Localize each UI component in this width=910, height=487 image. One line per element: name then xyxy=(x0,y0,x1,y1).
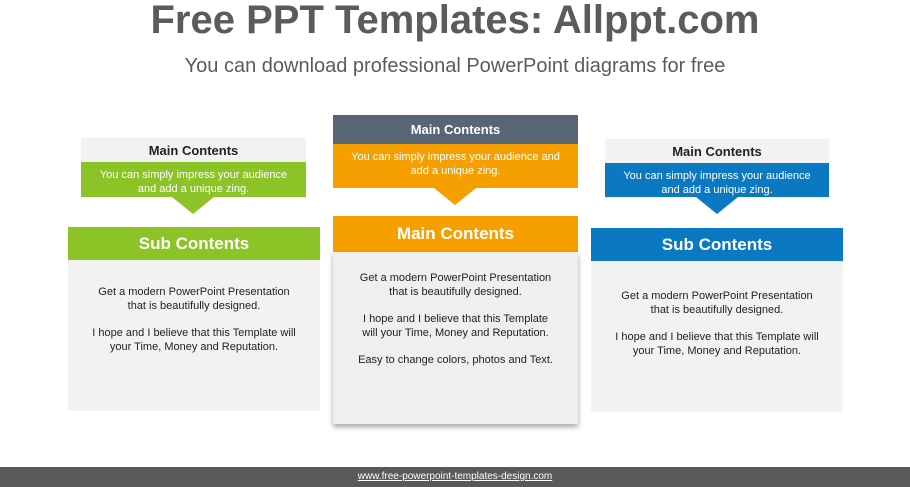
column-3-body-1: Get a modern PowerPoint Presentation tha… xyxy=(621,290,813,316)
column-1-body-2: I hope and I believe that this Template … xyxy=(92,327,296,353)
column-1-head-label: Main Contents xyxy=(81,138,306,162)
column-3-body-2: I hope and I believe that this Template … xyxy=(615,331,819,357)
column-1-callout: You can simply impress your audience and… xyxy=(81,162,306,197)
column-2-callout-pointer xyxy=(434,188,476,205)
column-2-callout: You can simply impress your audience and… xyxy=(333,144,578,188)
page-subtitle: You can download professional PowerPoint… xyxy=(184,55,726,77)
column-3-callout: You can simply impress your audience and… xyxy=(605,163,829,197)
footer-link[interactable]: www.free-powerpoint-templates-design.com xyxy=(0,467,910,487)
page-title: Free PPT Templates: Allppt.com xyxy=(150,0,760,42)
column-2-card: Get a modern PowerPoint Presentation tha… xyxy=(333,252,578,424)
column-2-sub-header: Main Contents xyxy=(333,216,578,252)
column-2-body-2: I hope and I believe that this Template … xyxy=(362,313,549,339)
column-1-callout-pointer xyxy=(172,197,214,214)
column-3-sub-header: Sub Contents xyxy=(591,228,843,261)
column-1-sub-header: Sub Contents xyxy=(68,227,320,260)
column-1-card: Get a modern PowerPoint Presentation tha… xyxy=(68,260,320,411)
column-2-body-3: Easy to change colors, photos and Text. xyxy=(358,354,553,366)
column-1-body-1: Get a modern PowerPoint Presentation tha… xyxy=(98,286,290,312)
column-2-head-label: Main Contents xyxy=(333,115,578,144)
column-3-head-label: Main Contents xyxy=(605,139,829,163)
column-3-card: Get a modern PowerPoint Presentation tha… xyxy=(591,261,843,412)
column-3-callout-pointer xyxy=(696,197,738,214)
column-2-body-1: Get a modern PowerPoint Presentation tha… xyxy=(359,272,552,298)
